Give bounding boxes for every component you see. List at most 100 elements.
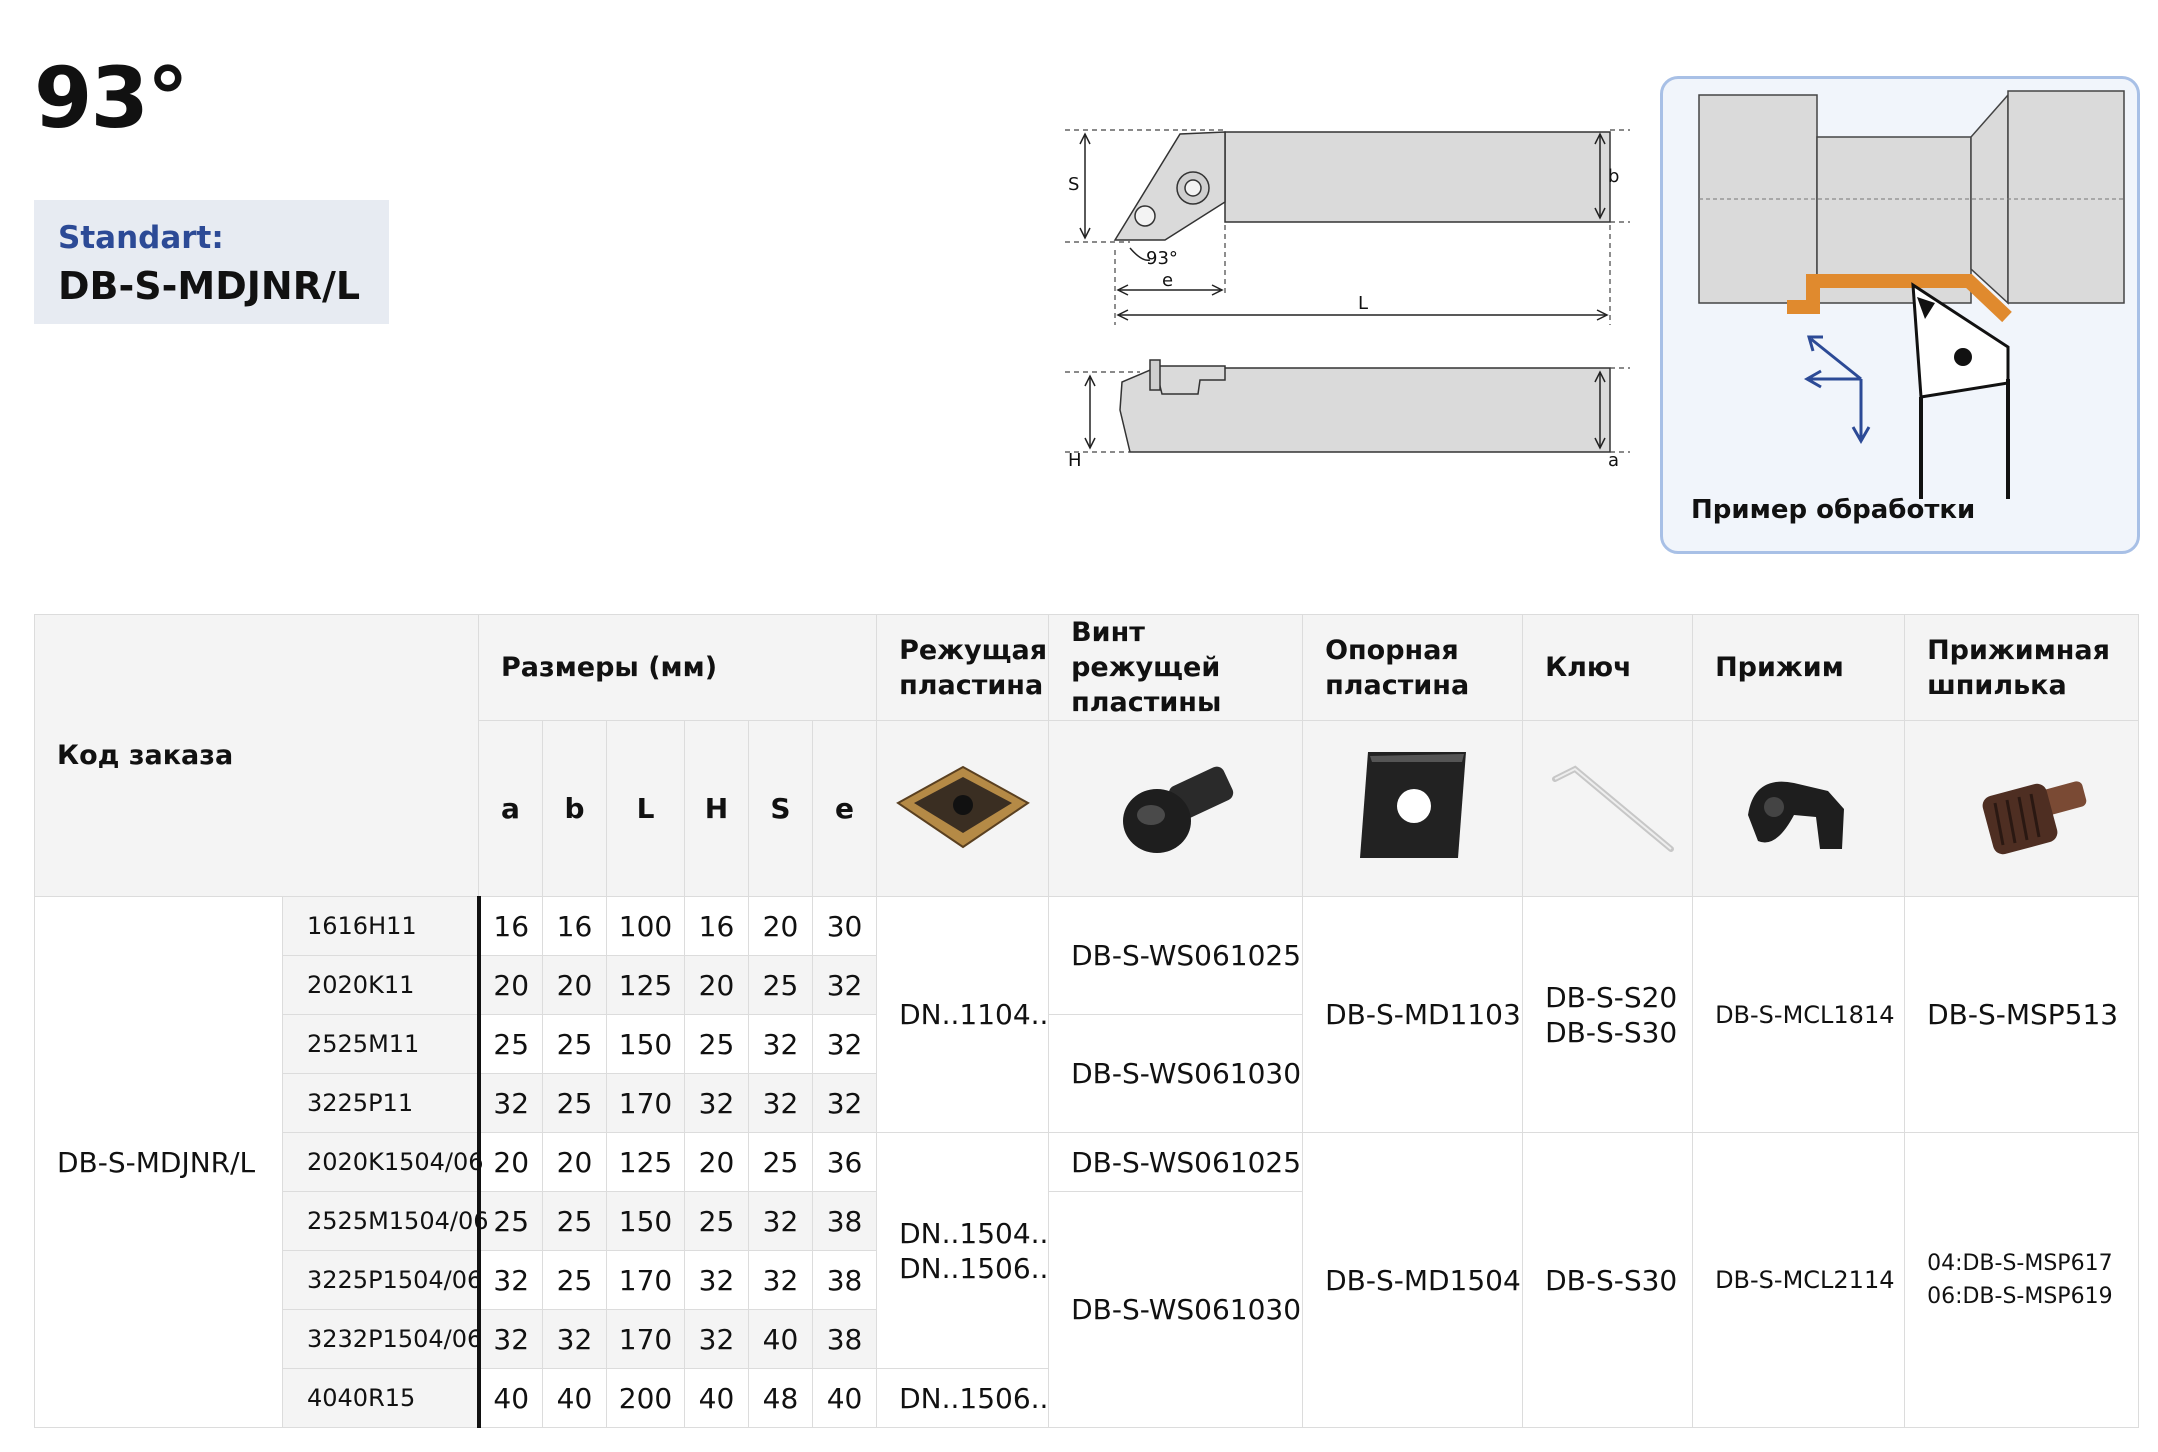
key-value: DB-S-S30 [1522, 1132, 1694, 1429]
dim-value: 40 [748, 1309, 813, 1370]
hex-key-icon [1522, 720, 1694, 898]
dim-value: 32 [811, 1073, 878, 1134]
dim-value: 48 [748, 1368, 813, 1429]
insert-value: DN..1504.. DN..1506.. [876, 1132, 1050, 1370]
shim-header: Опорная пластина [1302, 613, 1524, 722]
table-row: 2020K11 20 20 125 20 25 32 [35, 955, 2139, 1016]
dim-value: 32 [684, 1250, 749, 1311]
table-row: 3232P1504/06 32 32 170 32 40 38 [35, 1309, 2139, 1370]
table-row: 3225P1504/06 32 25 170 32 32 38 [35, 1250, 2139, 1311]
order-code: 1616H11 [282, 896, 479, 957]
order-code: 3225P11 [282, 1073, 479, 1134]
pin-value: DB-S-MSP513 [1904, 896, 2140, 1134]
dim-label-a: a [1608, 450, 1619, 471]
dim-value: 32 [476, 1250, 543, 1311]
clamp-icon [1692, 720, 1906, 898]
dim-value: 20 [542, 1132, 607, 1193]
insert-screw-icon [1048, 720, 1304, 898]
dim-value: 20 [542, 955, 607, 1016]
clamp-header: Прижим [1692, 613, 1906, 722]
dim-label-angle: 93° [1146, 248, 1178, 269]
dim-value: 32 [811, 955, 878, 1016]
dim-value: 25 [684, 1014, 749, 1075]
dim-value: 25 [748, 955, 813, 1016]
dim-value: 38 [811, 1191, 878, 1252]
dim-value: 32 [748, 1191, 813, 1252]
dim-label-s: S [1068, 174, 1079, 195]
dim-value: 20 [476, 1132, 543, 1193]
order-code: 2020K11 [282, 955, 479, 1016]
order-code: 2525M1504/06 [282, 1191, 489, 1252]
screw-value: DB-S-WS061030 [1048, 1191, 1304, 1429]
dim-value: 150 [606, 1191, 685, 1252]
dim-value: 32 [748, 1250, 813, 1311]
dim-value: 32 [684, 1073, 749, 1134]
dim-value: 40 [542, 1368, 607, 1429]
dim-value: 170 [606, 1309, 685, 1370]
dim-value: 25 [542, 1250, 607, 1311]
insert-header: Режущая пластина [876, 613, 1050, 722]
shim-value: DB-S-MD1103 [1302, 896, 1524, 1134]
dim-value: 40 [684, 1368, 749, 1429]
dim-value: 25 [748, 1132, 813, 1193]
dim-value: 40 [811, 1368, 878, 1429]
standard-box: Standart: DB-S-MDJNR/L [34, 200, 389, 324]
dim-col-S: S [748, 720, 813, 898]
dim-value: 25 [476, 1191, 543, 1252]
dim-value: 20 [684, 955, 749, 1016]
clamp-pin-header: Прижимная шпилька [1904, 613, 2140, 722]
dim-value: 38 [811, 1250, 878, 1311]
pin-value: 04:DB-S-MSP617 06:DB-S-MSP619 [1904, 1132, 2140, 1429]
table-row: 3225P11 32 25 170 32 32 32 [35, 1073, 2139, 1134]
shim-plate-icon [1302, 720, 1524, 898]
dim-value: 32 [748, 1014, 813, 1075]
order-code-header: Код заказа [34, 613, 479, 898]
dim-col-e: e [811, 720, 878, 898]
screw-value: DB-S-WS061025 [1048, 896, 1304, 1016]
dim-value: 20 [748, 896, 813, 957]
dim-value: 125 [606, 955, 685, 1016]
order-code: 3232P1504/06 [282, 1309, 482, 1370]
insert-icon [876, 720, 1050, 898]
table-row: 4040R15 40 40 200 40 48 40 DN..1506.. [35, 1368, 2139, 1429]
order-code: 2020K1504/06 [282, 1132, 484, 1193]
insert-value: DN..1506.. [876, 1368, 1050, 1429]
dim-value: 40 [476, 1368, 543, 1429]
dim-value: 16 [542, 896, 607, 957]
example-label: Пример обработки [1691, 495, 1976, 525]
dim-col-L: L [606, 720, 685, 898]
dim-value: 25 [684, 1191, 749, 1252]
dim-label-L: L [1358, 293, 1368, 314]
dim-label-H: H [1068, 450, 1082, 471]
standard-label: Standart: [58, 220, 224, 256]
table-row: 2525M1504/06 25 25 150 25 32 38 DB-S-WS0… [35, 1191, 2139, 1429]
tool-holder-drawing: S b 93° e L H a [1065, 129, 1630, 471]
dim-value: 25 [542, 1191, 607, 1252]
order-code: 2525M11 [282, 1014, 479, 1075]
insert-screw-header: Винт режущей пластины [1048, 613, 1304, 722]
dim-col-a: a [478, 720, 543, 898]
order-code: 4040R15 [282, 1368, 479, 1429]
dim-value: 16 [684, 896, 749, 957]
dim-value: 25 [542, 1014, 607, 1075]
dim-value: 125 [606, 1132, 685, 1193]
clamp-value: DB-S-MCL2114 [1692, 1132, 1906, 1429]
dimensions-header: Размеры (мм) [477, 613, 878, 722]
table-row: 2525M11 25 25 150 25 32 32 DB-S-WS061030 [35, 1014, 2139, 1134]
machining-example: Пример обработки [1660, 76, 2140, 554]
table-row: DB-S-MDJNR/L 1616H11 16 16 100 16 20 30 … [34, 896, 2140, 1429]
dim-value: 16 [476, 896, 543, 957]
clamp-pin-icon [1904, 720, 2140, 898]
standard-code: DB-S-MDJNR/L [58, 264, 361, 308]
dim-value: 25 [476, 1014, 543, 1075]
dim-value: 170 [606, 1073, 685, 1134]
family-code: DB-S-MDJNR/L [34, 896, 283, 1429]
dim-value: 30 [811, 896, 878, 957]
dim-value: 32 [684, 1309, 749, 1370]
dim-value: 20 [476, 955, 543, 1016]
key-value: DB-S-S20 DB-S-S30 [1522, 896, 1694, 1134]
key-header: Ключ [1522, 613, 1694, 722]
dim-value: 170 [606, 1250, 685, 1311]
dim-value: 200 [606, 1368, 685, 1429]
dim-value: 32 [542, 1309, 607, 1370]
